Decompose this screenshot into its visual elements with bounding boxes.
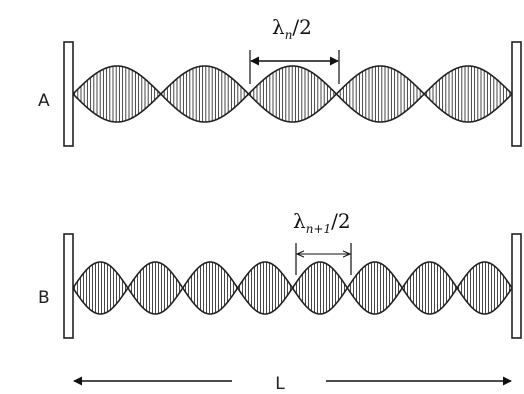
wave-envelope-lower-b bbox=[72, 286, 513, 315]
lambda-b-suffix: /2 bbox=[331, 209, 350, 233]
lambda-b-subscript: n+1 bbox=[306, 222, 331, 236]
standing-wave-a bbox=[72, 65, 513, 123]
mirror-left-a bbox=[63, 41, 74, 147]
panel-b-label: B bbox=[38, 288, 50, 308]
lambda-b-symbol: λ bbox=[293, 209, 306, 233]
lambda-a-subscript: n bbox=[285, 28, 293, 42]
lambda-a-suffix: /2 bbox=[292, 15, 311, 39]
wave-hatching-b bbox=[74, 262, 510, 314]
standing-wave-b bbox=[72, 261, 513, 315]
lambda-a-symbol: λ bbox=[272, 15, 285, 39]
mirror-right-b bbox=[511, 233, 522, 339]
lambda-b-label: λn+1/2 bbox=[293, 209, 351, 236]
mirror-left-b bbox=[63, 233, 74, 339]
wave-hatching-a bbox=[74, 66, 511, 122]
panel-a-label: A bbox=[38, 91, 50, 111]
mirror-right-a bbox=[511, 41, 522, 147]
lambda-a-label: λn/2 bbox=[272, 15, 312, 42]
wave-envelope-lower-a bbox=[72, 92, 513, 123]
length-label: L bbox=[275, 374, 285, 394]
wave-envelope-upper-a bbox=[72, 65, 513, 96]
